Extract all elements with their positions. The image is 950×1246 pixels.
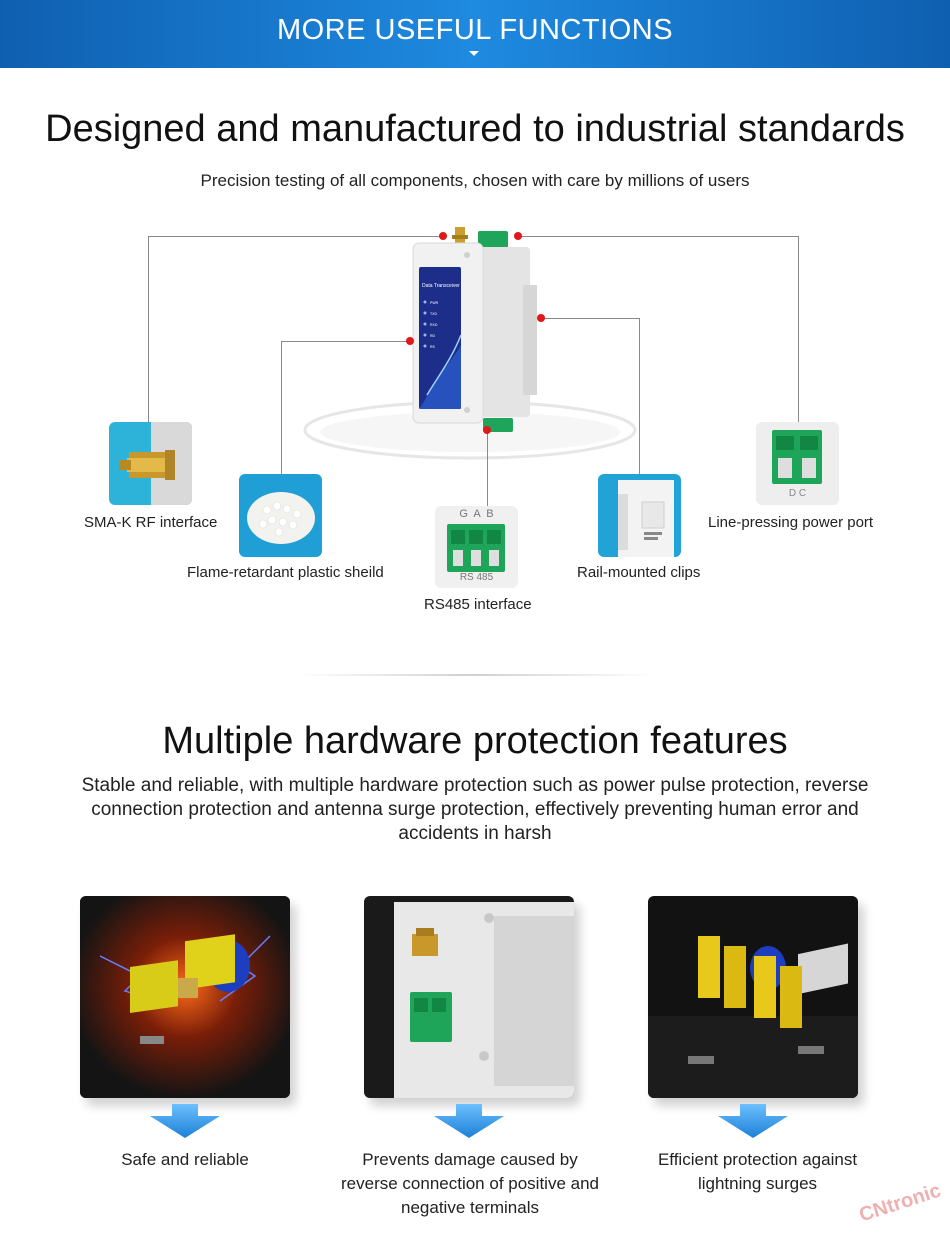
card-caption-safe: Safe and reliable [121,1150,249,1169]
leader-line [487,430,488,506]
marker-dot [483,426,491,434]
marker-dot [537,314,545,322]
marker-dot [406,337,414,345]
marker-dot [514,232,522,240]
leader-line [639,318,640,476]
card-caption-reverse: Prevents damage caused by reverse connec… [341,1150,599,1217]
data-transceiver-device: Data Transceiver PWR TXD RXD RD RS [412,227,537,432]
leader-line [281,341,410,342]
section-divider [295,674,655,676]
rail-clip-image [598,474,681,557]
rs485-label: RS485 interface [424,596,532,613]
led-label: RD [430,334,436,338]
device-label: Data Transceiver [422,283,460,289]
section1-subtitle: Precision testing of all components, cho… [200,171,750,190]
protection-card-reverse [364,896,574,1098]
section1-title: Designed and manufactured to industrial … [45,108,905,150]
sma-label: SMA-K RF interface [84,514,218,531]
section2-description: Stable and reliable, with multiple hardw… [81,775,869,844]
leader-line [281,341,282,475]
caret-down-icon [469,51,479,56]
rs485-image-caption: RS 485 [459,572,494,583]
led-label: PWR [430,301,439,305]
power-port-image: D C [756,422,839,505]
power-port-label: Line-pressing power port [708,514,874,531]
rs485-pin-labels: G A B [459,508,494,520]
plastic-pellets-image [239,474,322,557]
section2-title: Multiple hardware protection features [162,720,788,762]
leader-line [518,236,798,237]
leader-line [148,236,149,424]
protection-card-lightning [648,896,858,1098]
arrow-down-icon [718,1104,788,1138]
arrow-down-icon [150,1104,220,1138]
arrow-down-icon [434,1104,504,1138]
banner-title: MORE USEFUL FUNCTIONS [276,14,674,46]
power-port-image-caption: D C [788,488,807,499]
led-label: TXD [430,312,437,316]
top-banner: MORE USEFUL FUNCTIONS [0,0,950,68]
led-label: RS [430,345,436,349]
led-label: RXD [430,323,438,327]
rail-clip-label: Rail-mounted clips [577,564,701,581]
flame-retardant-label: Flame-retardant plastic sheild [187,564,384,581]
leader-line [148,236,443,237]
marker-dot [439,232,447,240]
protection-card-surge [80,896,290,1098]
leader-line [798,236,799,424]
leader-line [541,318,639,319]
card-caption-lightning: Efficient protection against lightning s… [657,1150,858,1193]
sma-connector-image [109,422,192,505]
rs485-terminal-image: G A B RS 485 [435,506,518,588]
